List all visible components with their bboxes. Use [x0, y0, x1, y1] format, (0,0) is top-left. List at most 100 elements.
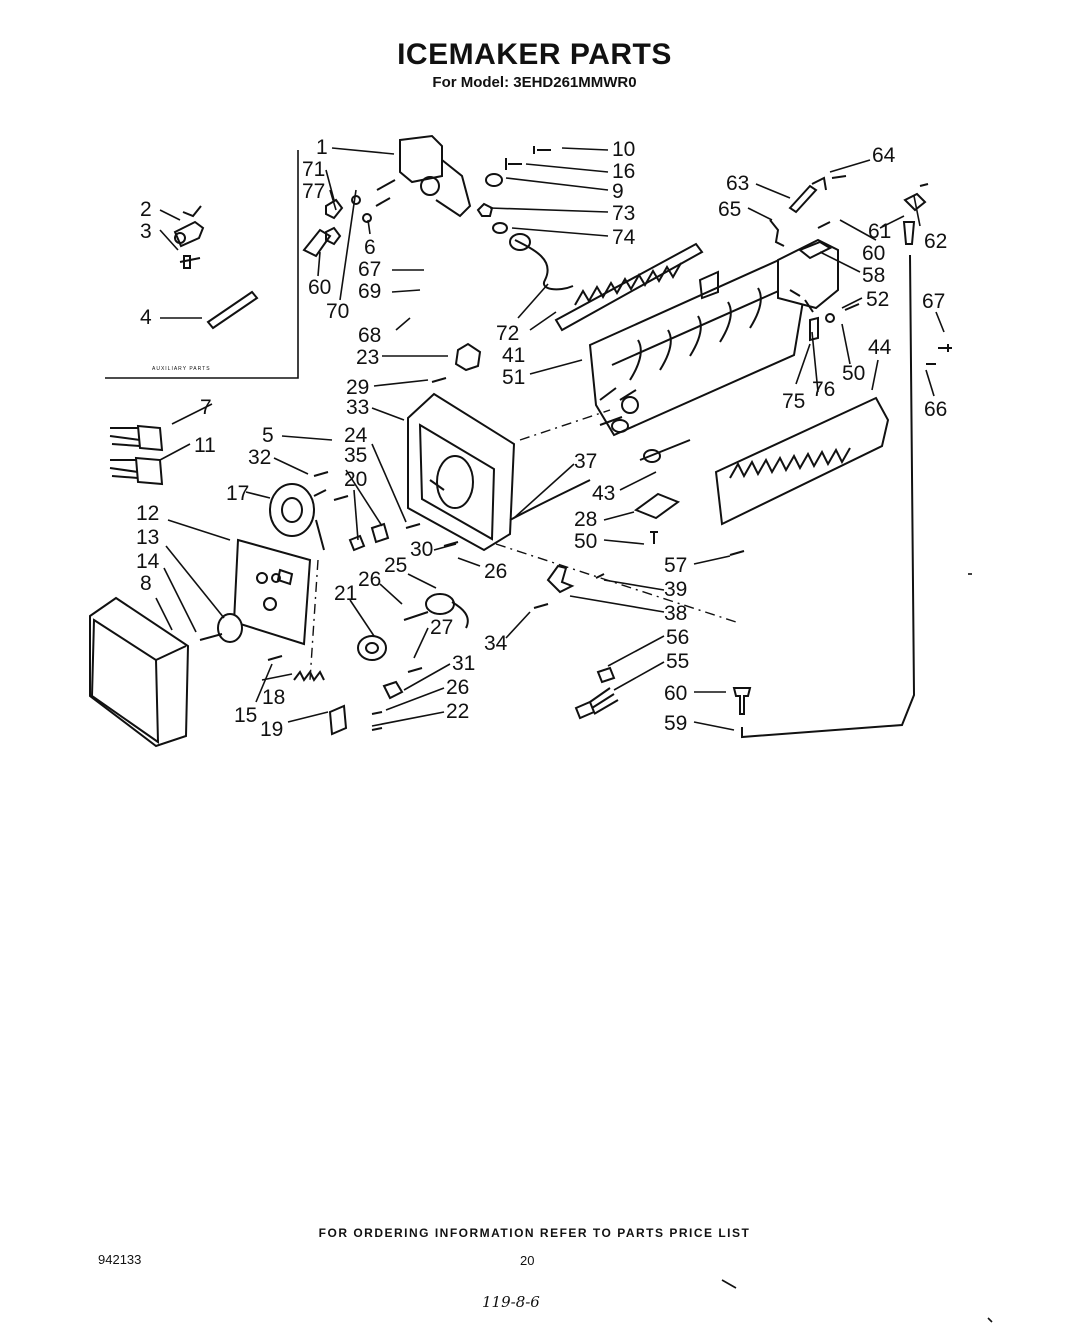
- callout-38: 38: [664, 602, 687, 625]
- top-screws: [476, 146, 551, 234]
- callout-25: 25: [384, 554, 407, 577]
- callout-33: 33: [346, 396, 369, 419]
- callout-14: 14: [136, 550, 160, 573]
- callout-20: 20: [344, 468, 367, 491]
- model-subtitle: For Model: 3EHD261MMWR0: [432, 74, 637, 91]
- callout-68: 68: [358, 324, 381, 347]
- callout-27: 27: [430, 616, 453, 639]
- callout-56: 56: [666, 626, 689, 649]
- callout-2: 2: [140, 198, 152, 221]
- callout-69: 69: [358, 280, 381, 303]
- aux-valve-part: [173, 205, 259, 330]
- support-plate: [232, 538, 312, 646]
- shutoff-rod: [741, 254, 916, 739]
- assembly-line-left: [309, 559, 319, 681]
- callout-64: 64: [872, 144, 896, 167]
- thermostat-wire: [509, 479, 591, 521]
- callout-28: 28: [574, 508, 597, 531]
- drive-motor: [269, 483, 327, 551]
- callout-9: 9: [612, 180, 624, 203]
- callout-59: 59: [664, 712, 687, 735]
- callout-73: 73: [612, 202, 635, 225]
- callout-52: 52: [866, 288, 889, 311]
- callout-26-a: 26: [484, 560, 507, 583]
- handwritten-note: 119-8-6: [482, 1293, 540, 1311]
- page-title: ICEMAKER PARTS: [397, 38, 672, 71]
- callout-10: 10: [612, 138, 635, 161]
- callout-11: 11: [194, 434, 216, 457]
- callout-51: 51: [502, 366, 525, 389]
- callout-50-b: 50: [574, 530, 597, 553]
- callout-22: 22: [446, 700, 469, 723]
- wire-harness: [574, 666, 752, 720]
- callout-72: 72: [496, 322, 519, 345]
- mold-small-parts: [809, 303, 860, 342]
- bracket-clip: [633, 492, 745, 556]
- callout-32: 32: [248, 446, 271, 469]
- callout-17: 17: [226, 482, 249, 505]
- callout-16: 16: [612, 160, 635, 183]
- callout-74: 74: [612, 226, 636, 249]
- callout-31: 31: [452, 652, 475, 675]
- callout-55: 55: [666, 650, 689, 673]
- callout-67-b: 67: [922, 290, 945, 313]
- front-cover: [89, 596, 190, 748]
- callout-61: 61: [868, 220, 891, 243]
- support-bracket: [431, 342, 482, 383]
- fill-tube: [509, 233, 574, 291]
- assembly-line-lower: [495, 543, 737, 623]
- callout-70: 70: [326, 300, 349, 323]
- auxiliary-parts-box: AUXILIARY PARTS: [105, 150, 299, 379]
- callout-37: 37: [574, 450, 597, 473]
- callout-29: 29: [346, 376, 369, 399]
- callout-15: 15: [234, 704, 257, 727]
- callout-60-c: 60: [664, 682, 687, 705]
- callout-12: 12: [136, 502, 159, 525]
- ordering-info: FOR ORDERING INFORMATION REFER TO PARTS …: [318, 1226, 751, 1240]
- callout-6: 6: [364, 236, 376, 259]
- callout-19: 19: [260, 718, 283, 741]
- callout-41: 41: [502, 344, 525, 367]
- callout-35: 35: [344, 444, 367, 467]
- callout-76: 76: [812, 378, 835, 401]
- callout-57: 57: [664, 554, 687, 577]
- callout-62: 62: [924, 230, 947, 253]
- callout-34: 34: [484, 632, 508, 655]
- callout-77: 77: [302, 180, 325, 203]
- callout-71: 71: [302, 158, 325, 181]
- upper-right-housing: [777, 183, 929, 313]
- water-inlet-fitting: [302, 134, 472, 258]
- module-housing: [407, 392, 516, 552]
- shutoff-arm: [769, 175, 847, 247]
- callout-21: 21: [334, 582, 357, 605]
- ejector-blade: [554, 242, 704, 332]
- callout-39: 39: [664, 578, 687, 601]
- callout-18: 18: [262, 686, 285, 709]
- callout-1: 1: [316, 136, 328, 159]
- timing-cam: [357, 541, 469, 661]
- callout-67-a: 67: [358, 258, 381, 281]
- callout-26-b: 26: [358, 568, 381, 591]
- wire-connectors: [109, 424, 164, 486]
- right-screws: [926, 344, 952, 365]
- callout-13: 13: [136, 526, 159, 549]
- mold-heater: [599, 416, 691, 463]
- callout-labels: 1 71 77 2 3 4 10 16 9 73 74 6 60 70 67 6…: [136, 136, 947, 741]
- aux-parts-label: AUXILIARY PARTS: [152, 366, 211, 372]
- callout-63: 63: [726, 172, 749, 195]
- page-number: 20: [520, 1253, 535, 1268]
- drive-gear: [199, 613, 243, 643]
- lower-switch-parts: [371, 667, 423, 731]
- stripper: [714, 396, 890, 526]
- callout-43: 43: [592, 482, 615, 505]
- callout-8: 8: [140, 572, 152, 595]
- callout-60-a: 60: [308, 276, 331, 299]
- callout-44: 44: [868, 336, 892, 359]
- assembly-line: [519, 409, 611, 441]
- ice-mold: [588, 253, 806, 437]
- callout-5: 5: [262, 424, 274, 447]
- callout-4: 4: [140, 306, 152, 329]
- leader-lines: [155, 147, 945, 731]
- callout-50-a: 50: [842, 362, 865, 385]
